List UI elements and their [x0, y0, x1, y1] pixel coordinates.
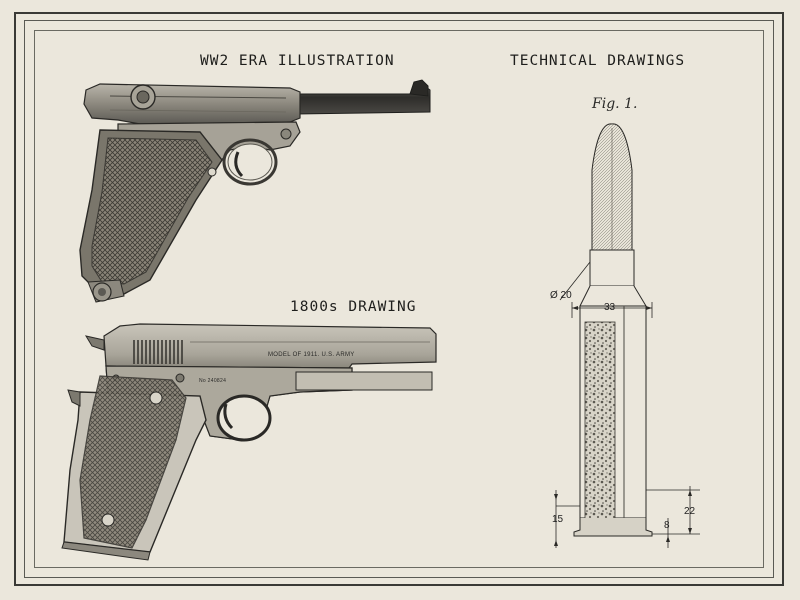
- dimension-width: 33: [604, 302, 616, 313]
- dimension-rim-gap: 8: [664, 520, 670, 531]
- engraving-model: MODEL OF 1911. U.S. ARMY: [268, 352, 355, 358]
- technical-drawings-heading: TECHNICAL DRAWINGS: [510, 53, 686, 69]
- dimension-rim-height: 22: [684, 506, 696, 517]
- dimension-base-height: 15: [552, 514, 564, 525]
- outer-border: [14, 12, 784, 586]
- dimension-diameter: Ø 20: [550, 290, 572, 301]
- inner-border: [34, 30, 764, 568]
- figure-label: Fig. 1.: [592, 96, 638, 112]
- cartridge-technical-drawing: [554, 123, 700, 548]
- colt-1911-pistol-illustration: [61, 323, 437, 561]
- ww2-era-heading: WW2 ERA ILLUSTRATION: [200, 53, 395, 69]
- middle-border: [24, 20, 774, 578]
- luger-pistol-illustration: [79, 79, 431, 303]
- 1800s-drawing-heading: 1800s DRAWING: [290, 299, 417, 315]
- engraving-serial: No 240824: [199, 378, 227, 384]
